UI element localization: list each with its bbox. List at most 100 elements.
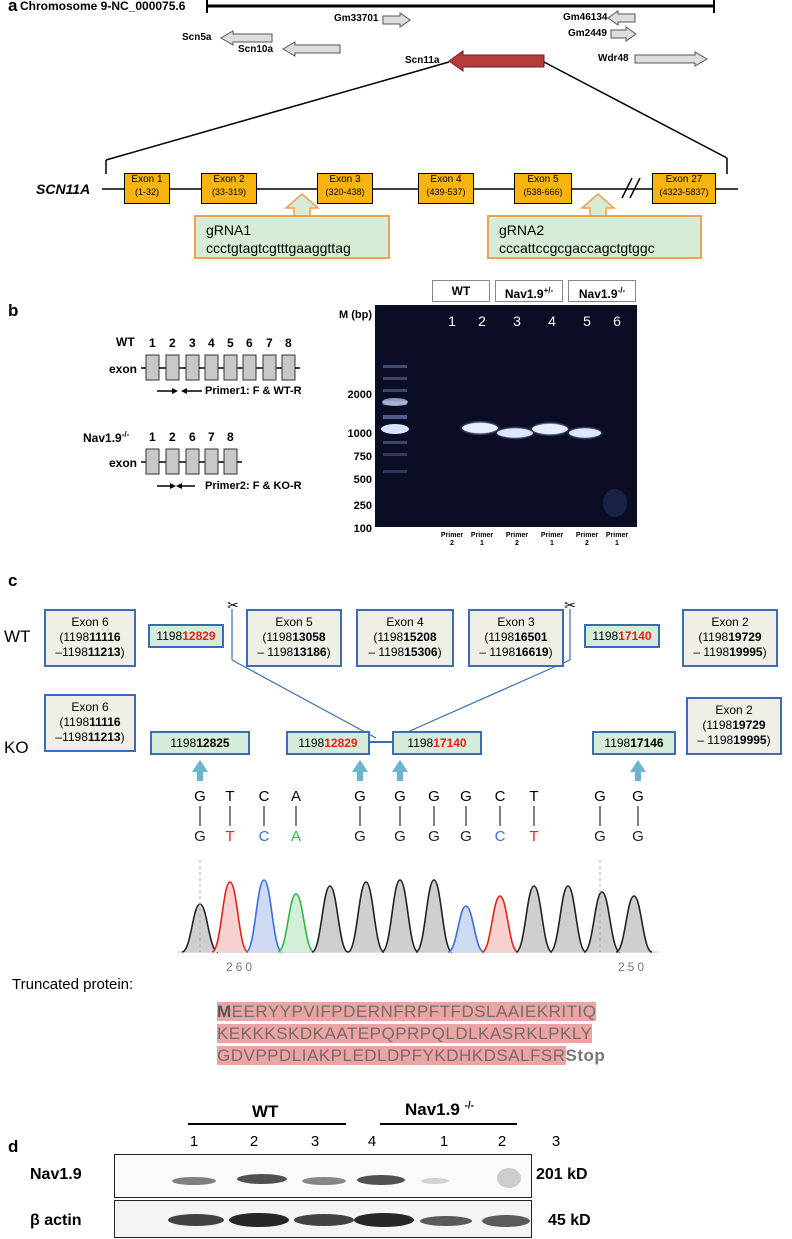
wb-row-nav19: Nav1.9 [30,1166,82,1183]
reference-base: T [529,788,539,805]
ko-exon-rect [223,448,238,475]
exon-box-4: Exon 4(439-537) [418,173,474,204]
ko-exon-label: exon [109,456,138,470]
reference-base: T [225,788,235,805]
called-base: G [428,828,440,845]
reference-base: G [354,788,366,805]
marker-label: 100 [353,523,372,535]
called-base: T [529,828,539,845]
trace-peak [311,885,349,953]
wt-exon-rect [165,354,180,381]
wb-group-lines [188,1123,517,1125]
grna1-seq: ccctgtagtcgtttgaaggttag [206,240,351,256]
wt-exon-number: 5 [227,336,234,350]
scn10a-arrow [282,41,341,57]
lane-number: 4 [548,313,556,329]
scn11a-gene-name: SCN11A [36,181,91,197]
wt-schema-label: WT [116,335,135,349]
called-base: G [194,828,206,845]
wt-cut-site-1: 119812829 [148,624,224,648]
grna2-seq: cccattccgcgaccagctgtggc [499,240,655,256]
gene-label-gm33701: Gm33701 [334,13,379,24]
called-base: T [225,828,235,845]
gm33701-arrow [382,12,411,28]
ko-junction-17140: 119817140 [392,731,482,755]
trace-peak [549,885,587,953]
wb-wt-label: WT [252,1102,279,1121]
panel-b-letter: b [8,301,19,320]
exon-box-27: Exon 27(4323-5837) [652,173,716,204]
wt-exon-number: 4 [208,336,215,350]
wt-exon-number: 6 [246,336,253,350]
wt-exon-number: 3 [189,336,196,350]
wt-cut-site-2: 119817140 [584,624,660,648]
gene-label-gm2449: Gm2449 [568,28,607,39]
wt-exon-rect [145,354,160,381]
called-base: G [632,828,644,845]
protein-sequence: MEERYYPVIFPDERNFRPFTFDSLAAIEKRITIQ KEKKK… [217,1002,606,1065]
wt-exon5-box: Exon 5 (119813058 – 119813186) [246,609,342,667]
reference-base: C [258,788,270,805]
wt-exon-rect [281,354,296,381]
wt-exon-rect [223,354,238,381]
chromosome-map [102,0,738,217]
called-base: G [354,828,366,845]
exon-box-5: Exon 5(538-666) [514,173,572,204]
wt-exon-rect [204,354,219,381]
grna1-box: gRNA1 ccctgtagtcgtttgaaggttag [194,215,390,259]
svg-text:✂: ✂ [564,598,576,614]
marker-label: 750 [353,451,372,463]
trace-peak [583,891,621,953]
exon-schema [141,354,300,489]
panel-a-letter: a [8,0,18,15]
ko-exon-number: 2 [169,430,176,444]
called-base: C [494,828,506,845]
chromosome-label: Chromosome 9-NC_000075.6 [20,0,186,13]
ko-exon-number: 1 [149,430,156,444]
wt-row-label: WT [4,627,31,646]
gene-label-scn11a: Scn11a [405,55,440,66]
gel-header-ko: Nav1.9-/- [568,280,636,302]
ko-exon-number: 7 [208,430,215,444]
wt-exon-number: 8 [285,336,292,350]
gm2449-arrow [610,26,637,42]
trace-peak [481,895,519,953]
lane-primer-label: Primer 2 [440,532,464,547]
wdr48-arrow [634,51,708,67]
wt-exon4-box: Exon 4 (119815208 – 119815306) [356,609,454,667]
ko-row-label: KO [4,738,29,757]
lane-primer-label: Primer 1 [470,532,494,547]
lane-number: 1 [448,313,456,329]
lane-primer-label: Primer 1 [605,532,629,547]
trace-peak [615,895,653,953]
reference-base: G [460,788,472,805]
wb-size-201: 201 kD [536,1166,588,1183]
gel-header-het: Nav1.9+/- [495,280,563,302]
reference-base: C [494,788,506,805]
wb-ko-label: Nav1.9 -/- [405,1100,475,1119]
wb-lane-number: 3 [551,1133,561,1150]
trace-peak [381,879,419,953]
scn5a-arrow [220,30,273,46]
exon-box-1: Exon 1(1-32) [124,173,170,204]
wb-row-actin: β actin [30,1212,82,1229]
exon-box-3: Exon 3(320-438) [317,173,373,204]
ko-exon-rect [145,448,160,475]
gene-label-scn10a: Scn10a [238,44,274,55]
marker-title: M (bp) [339,309,372,321]
lane-primer-label: Primer 2 [505,532,529,547]
wb-lane-number: 3 [310,1133,320,1150]
called-base: C [258,828,270,845]
reference-base: G [394,788,406,805]
trace-peak [245,879,283,953]
lane-primer-label: Primer 1 [540,532,564,547]
ko-exon-rect [185,448,200,475]
ko-schema-label: Nav1.9-/- [83,430,130,445]
trace-peak [347,881,385,953]
ko-exon-number: 6 [189,430,196,444]
gene-label-gm46134: Gm46134 [563,12,608,23]
trace-peak [415,879,453,953]
wb-lane-number: 2 [497,1133,507,1150]
stop-codon: Stop [565,1046,606,1065]
sequencing-chromatogram [178,860,658,953]
